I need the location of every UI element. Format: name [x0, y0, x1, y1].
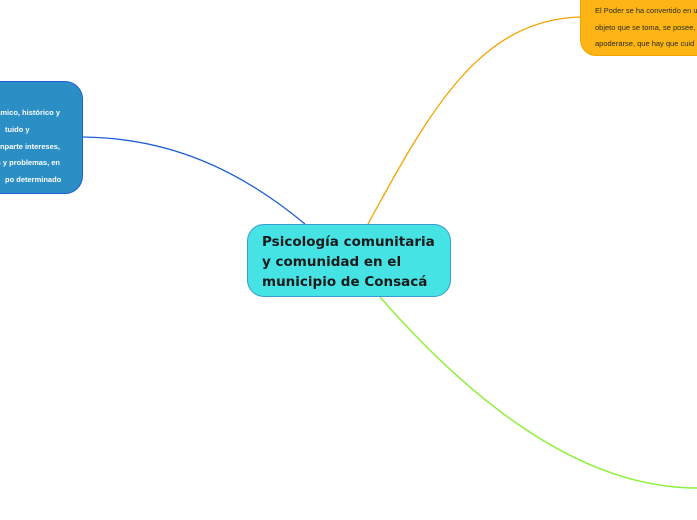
node-text-line: nparte intereses,	[0, 141, 60, 151]
central-topic-title: Psicología comunitaria y comunidad en el…	[262, 234, 435, 290]
connector-left	[82, 136, 306, 225]
node-text-line: apoderarse, que hay que cuid	[595, 39, 695, 48]
node-text-line: objeto que se toma, se posee,	[595, 22, 696, 32]
central-topic-node[interactable]: Psicología comunitaria y comunidad en el…	[247, 224, 451, 297]
connector-top-right	[367, 16, 581, 225]
node-text-line: s y problemas, en	[0, 158, 60, 168]
branch-node-left[interactable]: ámico, histórico y tuido y nparte intere…	[0, 81, 83, 194]
branch-node-top-right[interactable]: El Poder se ha convertido en u objeto qu…	[580, 0, 697, 56]
node-text-line: tuido y	[5, 124, 30, 134]
connector-bottom-right	[379, 296, 697, 489]
node-text-line: El Poder se ha convertido en u	[595, 6, 697, 15]
node-text-line: po determinado	[5, 175, 62, 185]
node-text-line: ámico, histórico y	[0, 108, 60, 117]
